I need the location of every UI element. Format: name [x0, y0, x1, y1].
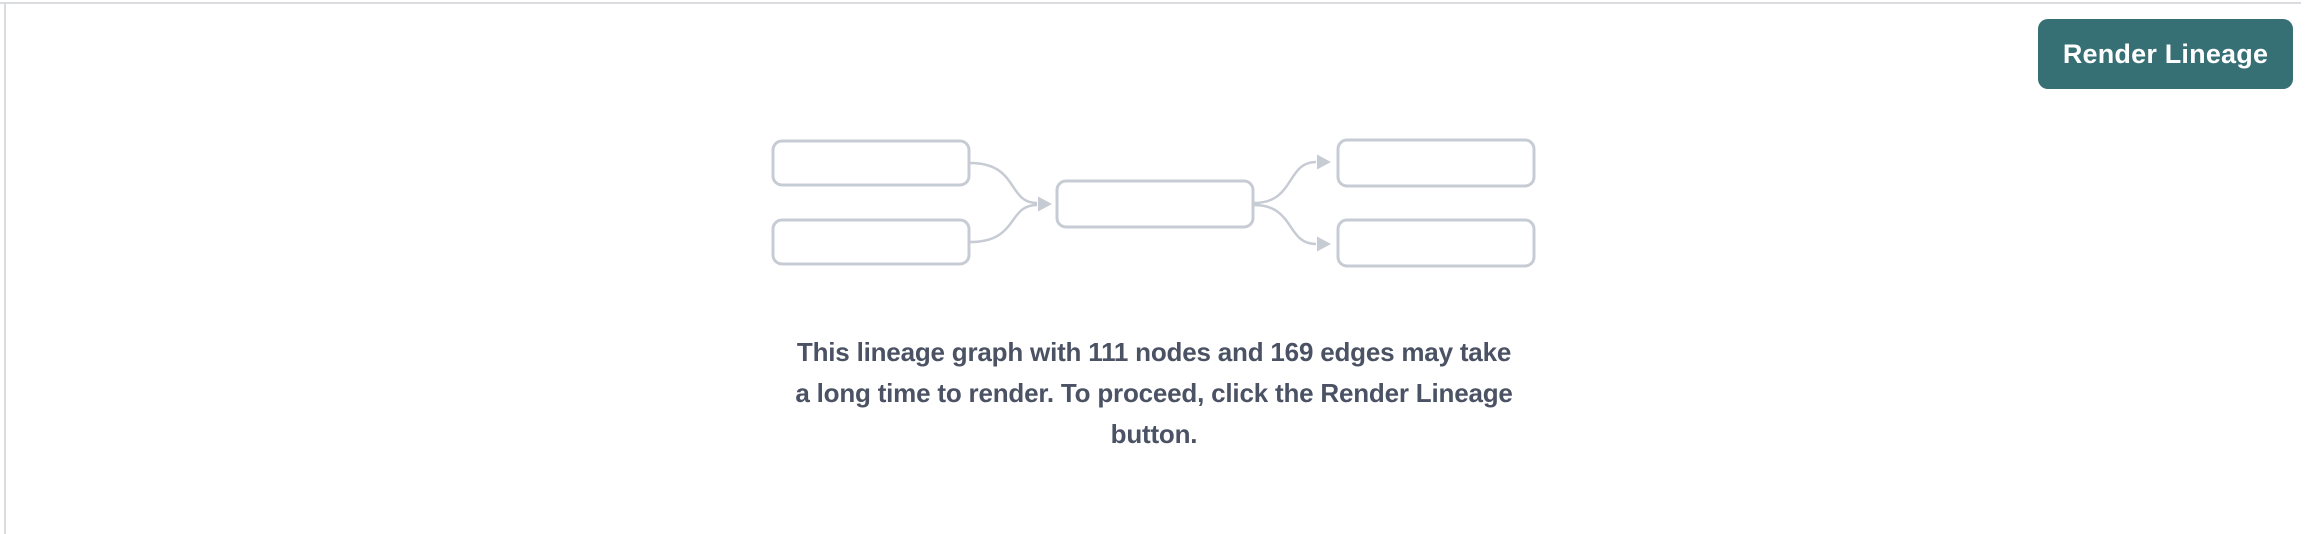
placeholder-node [771, 139, 971, 187]
placeholder-edge [1253, 203, 1317, 246]
placeholder-node [1055, 179, 1255, 229]
placeholder-node [771, 218, 971, 266]
lineage-graph-placeholder-icon [771, 138, 1536, 268]
placeholder-edge [1253, 160, 1317, 205]
lineage-empty-state: This lineage graph with 111 nodes and 16… [0, 136, 2308, 455]
empty-state-message-line: This lineage graph with 111 nodes and 16… [796, 337, 1512, 367]
placeholder-edge [969, 203, 1038, 244]
placeholder-node [1336, 138, 1536, 188]
render-lineage-button[interactable]: Render Lineage [2038, 19, 2293, 89]
panel-top-border [0, 2, 2301, 4]
panel-left-border [4, 2, 6, 534]
placeholder-arrowhead-icon [1317, 154, 1331, 170]
placeholder-edge [969, 161, 1038, 205]
empty-state-message-line: a long time to render. To proceed, click… [795, 378, 1513, 408]
empty-state-message: This lineage graph with 111 nodes and 16… [795, 332, 1513, 455]
placeholder-node [1336, 218, 1536, 268]
empty-state-message-line: button. [1110, 419, 1198, 449]
placeholder-arrowhead-icon [1038, 196, 1052, 212]
placeholder-arrowhead-icon [1317, 236, 1331, 252]
